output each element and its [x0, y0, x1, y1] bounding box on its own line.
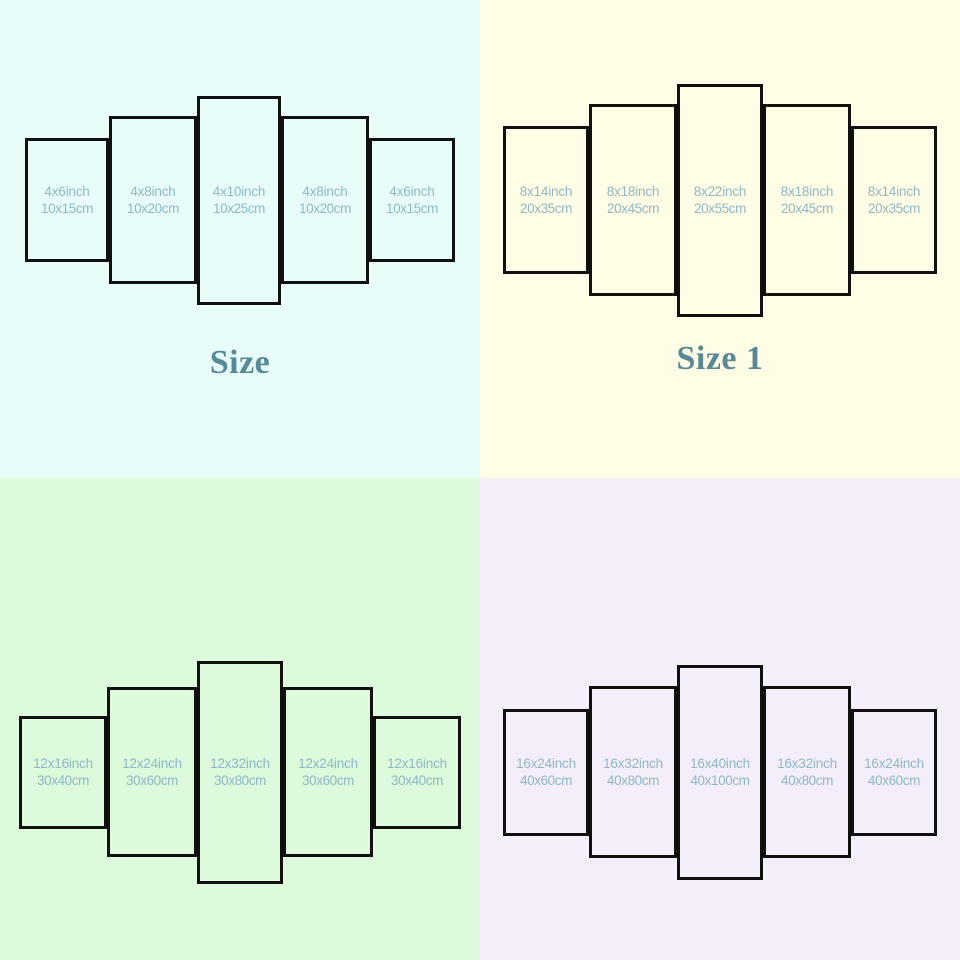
- quadrant-size-1: 8x14inch 20x35cm 8x18inch 20x45cm 8x22inch 20…: [480, 0, 960, 478]
- size-title-size-1: Size 1: [676, 340, 764, 377]
- panel-size-cm: 20x35cm: [520, 201, 572, 216]
- panel-size-inch: 16x32inch: [777, 756, 837, 771]
- canvas-panel[interactable]: 8x14inch 20x35cm: [503, 126, 589, 274]
- panel-size-inch: 16x32inch: [603, 756, 663, 771]
- panel-size-inch: 16x40inch: [690, 756, 750, 771]
- panel-size-inch: 12x16inch: [387, 756, 447, 771]
- panel-size-cm: 40x80cm: [607, 773, 659, 788]
- canvas-panel[interactable]: 8x14inch 20x35cm: [851, 126, 937, 274]
- panel-size-inch: 16x24inch: [516, 756, 576, 771]
- panel-size-cm: 30x60cm: [302, 773, 354, 788]
- panel-size-cm: 10x25cm: [213, 201, 265, 216]
- panel-row-size-3: 16x24inch 40x60cm 16x32inch 40x80cm 16x40inc…: [480, 572, 960, 960]
- panel-size-cm: 20x35cm: [868, 201, 920, 216]
- canvas-panel[interactable]: 12x24inch 30x60cm: [283, 687, 373, 857]
- panel-size-cm: 20x45cm: [781, 201, 833, 216]
- canvas-panel[interactable]: 4x8inch 10x20cm: [281, 116, 369, 284]
- panel-size-inch: 4x8inch: [302, 184, 348, 199]
- panel-size-inch: 12x16inch: [33, 756, 93, 771]
- canvas-panel[interactable]: 12x16inch 30x40cm: [19, 715, 107, 829]
- panel-size-cm: 10x15cm: [41, 201, 93, 216]
- panel-size-cm: 30x40cm: [37, 773, 89, 788]
- canvas-panel[interactable]: 16x32inch 40x80cm: [763, 686, 851, 858]
- panel-size-inch: 8x22inch: [693, 184, 747, 199]
- panel-size-inch: 8x14inch: [867, 184, 921, 199]
- panel-size-inch: 4x10inch: [212, 184, 266, 199]
- panel-size-cm: 40x60cm: [868, 773, 920, 788]
- canvas-panel[interactable]: 12x24inch 30x60cm: [107, 687, 197, 857]
- panel-size-inch: 8x14inch: [519, 184, 573, 199]
- panel-size-cm: 30x60cm: [126, 773, 178, 788]
- quadrant-size-2: 12x16inch 30x40cm 12x24inch 30x60cm 12x32inc…: [0, 478, 480, 960]
- canvas-panel[interactable]: 16x24inch 40x60cm: [851, 708, 937, 836]
- panel-size-inch: 12x32inch: [210, 756, 270, 771]
- panel-row-size-2: 12x16inch 30x40cm 12x24inch 30x60cm 12x32inc…: [0, 572, 480, 960]
- canvas-panel[interactable]: 8x22inch 20x55cm: [677, 83, 763, 317]
- size-title-size: Size: [209, 344, 271, 381]
- panel-size-cm: 20x55cm: [694, 201, 746, 216]
- canvas-panel[interactable]: 16x40inch 40x100cm: [677, 664, 763, 880]
- panel-row-size-1: 8x14inch 20x35cm 8x18inch 20x45cm 8x22inch 20…: [480, 0, 960, 400]
- quadrant-size: 4x6inch 10x15cm 4x8inch 10x20cm 4x10inch 10x2…: [0, 0, 480, 478]
- panel-size-inch: 16x24inch: [864, 756, 924, 771]
- panel-size-inch: 8x18inch: [606, 184, 660, 199]
- panel-size-cm: 30x40cm: [391, 773, 443, 788]
- panel-size-inch: 12x24inch: [122, 756, 182, 771]
- panel-row-size: 4x6inch 10x15cm 4x8inch 10x20cm 4x10inch 10x2…: [0, 0, 480, 400]
- panel-size-cm: 10x20cm: [299, 201, 351, 216]
- panel-size-cm: 30x80cm: [214, 773, 266, 788]
- canvas-panel[interactable]: 8x18inch 20x45cm: [589, 104, 677, 296]
- panel-size-inch: 4x8inch: [130, 184, 176, 199]
- panel-size-cm: 40x100cm: [690, 773, 750, 788]
- panel-size-inch: 4x6inch: [44, 184, 90, 199]
- canvas-panel[interactable]: 8x18inch 20x45cm: [763, 104, 851, 296]
- panel-size-inch: 8x18inch: [780, 184, 834, 199]
- panel-size-cm: 40x80cm: [781, 773, 833, 788]
- panel-size-cm: 40x60cm: [520, 773, 572, 788]
- panel-size-inch: 4x6inch: [389, 184, 435, 199]
- canvas-panel[interactable]: 16x24inch 40x60cm: [503, 708, 589, 836]
- panel-size-inch: 12x24inch: [298, 756, 358, 771]
- panel-size-cm: 20x45cm: [607, 201, 659, 216]
- canvas-panel[interactable]: 16x32inch 40x80cm: [589, 686, 677, 858]
- panel-size-cm: 10x20cm: [127, 201, 179, 216]
- canvas-panel[interactable]: 4x6inch 10x15cm: [25, 138, 109, 262]
- panel-size-cm: 10x15cm: [386, 201, 438, 216]
- canvas-panel[interactable]: 4x6inch 10x15cm: [369, 138, 455, 262]
- canvas-panel[interactable]: 4x8inch 10x20cm: [109, 116, 197, 284]
- canvas-panel[interactable]: 12x16inch 30x40cm: [373, 715, 461, 829]
- quadrant-size-3: 16x24inch 40x60cm 16x32inch 40x80cm 16x40inc…: [480, 478, 960, 960]
- canvas-panel[interactable]: 12x32inch 30x80cm: [197, 660, 283, 884]
- canvas-panel[interactable]: 4x10inch 10x25cm: [197, 95, 281, 305]
